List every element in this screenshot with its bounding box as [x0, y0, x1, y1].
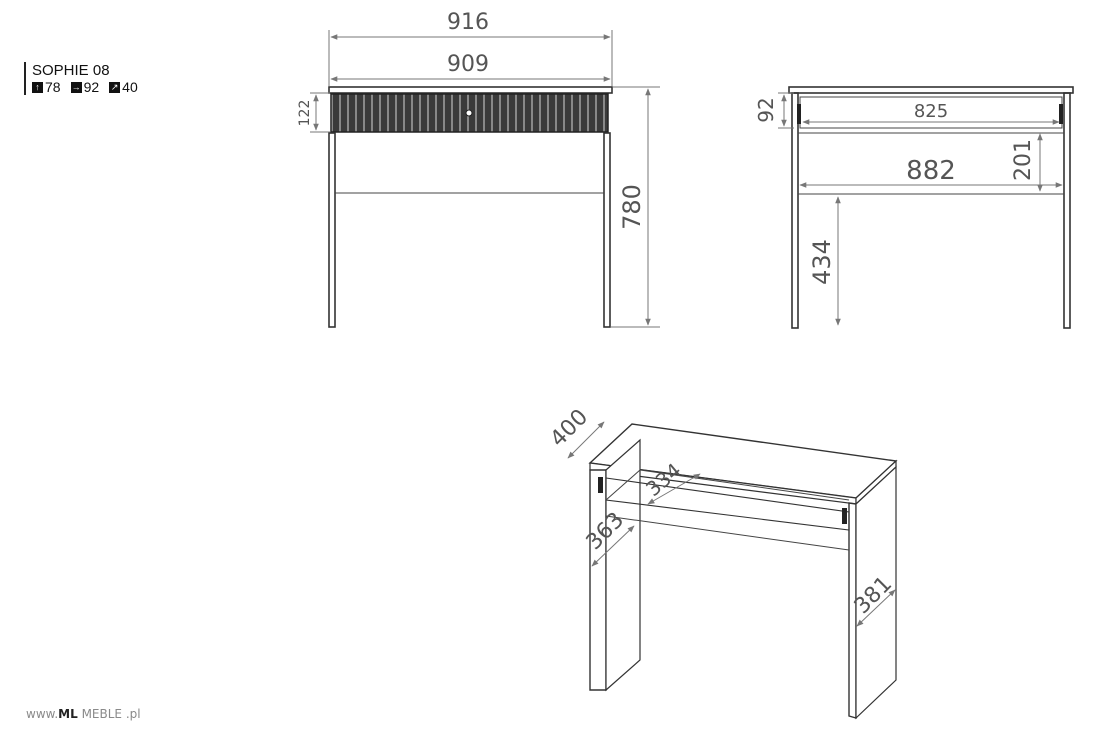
- section-top-board: [788, 86, 1074, 94]
- front-top-board: [328, 86, 613, 94]
- dimension-400: [567, 421, 605, 459]
- height-icon: ↑: [32, 81, 43, 93]
- dim-label-882: 882: [906, 156, 956, 186]
- dim-label-916: 916: [447, 10, 489, 35]
- dim-label-825: 825: [914, 101, 948, 122]
- iso-right-panel: [848, 502, 857, 719]
- front-left-leg: [328, 132, 336, 328]
- website-footer: www.ML MEBLE .pl: [26, 707, 141, 721]
- height-value: 78: [45, 79, 61, 95]
- dim-label-122: 122: [297, 100, 313, 127]
- drawer-front: [330, 93, 609, 133]
- dim-label-780: 780: [618, 184, 646, 230]
- depth-icon: ↗: [109, 81, 121, 93]
- section-right-side: [1063, 92, 1071, 329]
- right-runner: [1059, 104, 1063, 124]
- dim-label-434: 434: [808, 239, 836, 285]
- dimension-363: [591, 525, 635, 567]
- footer-brand: ML: [58, 707, 78, 721]
- width-icon: →: [70, 81, 82, 93]
- product-name: SOPHIE 08: [32, 62, 110, 79]
- depth-value: 40: [122, 79, 138, 95]
- section-view: 92 825 882 201 434: [754, 86, 1074, 329]
- product-dimensions: ↑78 →92 ↗40: [32, 79, 138, 95]
- section-left-side: [791, 92, 799, 329]
- height-spec: ↑78: [32, 79, 61, 95]
- width-spec: →92: [70, 79, 100, 95]
- iso-left-panel: [589, 469, 607, 691]
- dim-label-909: 909: [447, 52, 489, 77]
- dimension-334: [647, 473, 701, 505]
- isometric-view: 400 334 363 381: [546, 405, 898, 720]
- dim-label-201: 201: [1011, 139, 1036, 181]
- front-right-leg: [603, 132, 611, 328]
- dim-label-92: 92: [754, 97, 778, 122]
- width-value: 92: [83, 79, 100, 95]
- iso-drawer-opening: [605, 477, 850, 531]
- left-runner: [797, 104, 801, 124]
- dimension-381: [856, 589, 896, 627]
- dim-label-400: 400: [546, 405, 593, 452]
- depth-spec: ↗40: [109, 79, 138, 95]
- footer-prefix: www.: [26, 707, 59, 721]
- product-spec: SOPHIE 08 ↑78 →92 ↗40: [24, 62, 138, 95]
- front-view: 916 909 122 780: [297, 10, 660, 328]
- drawer-knob: [465, 109, 473, 117]
- footer-suffix: MEBLE .pl: [77, 707, 141, 721]
- iso-rail: [605, 515, 850, 551]
